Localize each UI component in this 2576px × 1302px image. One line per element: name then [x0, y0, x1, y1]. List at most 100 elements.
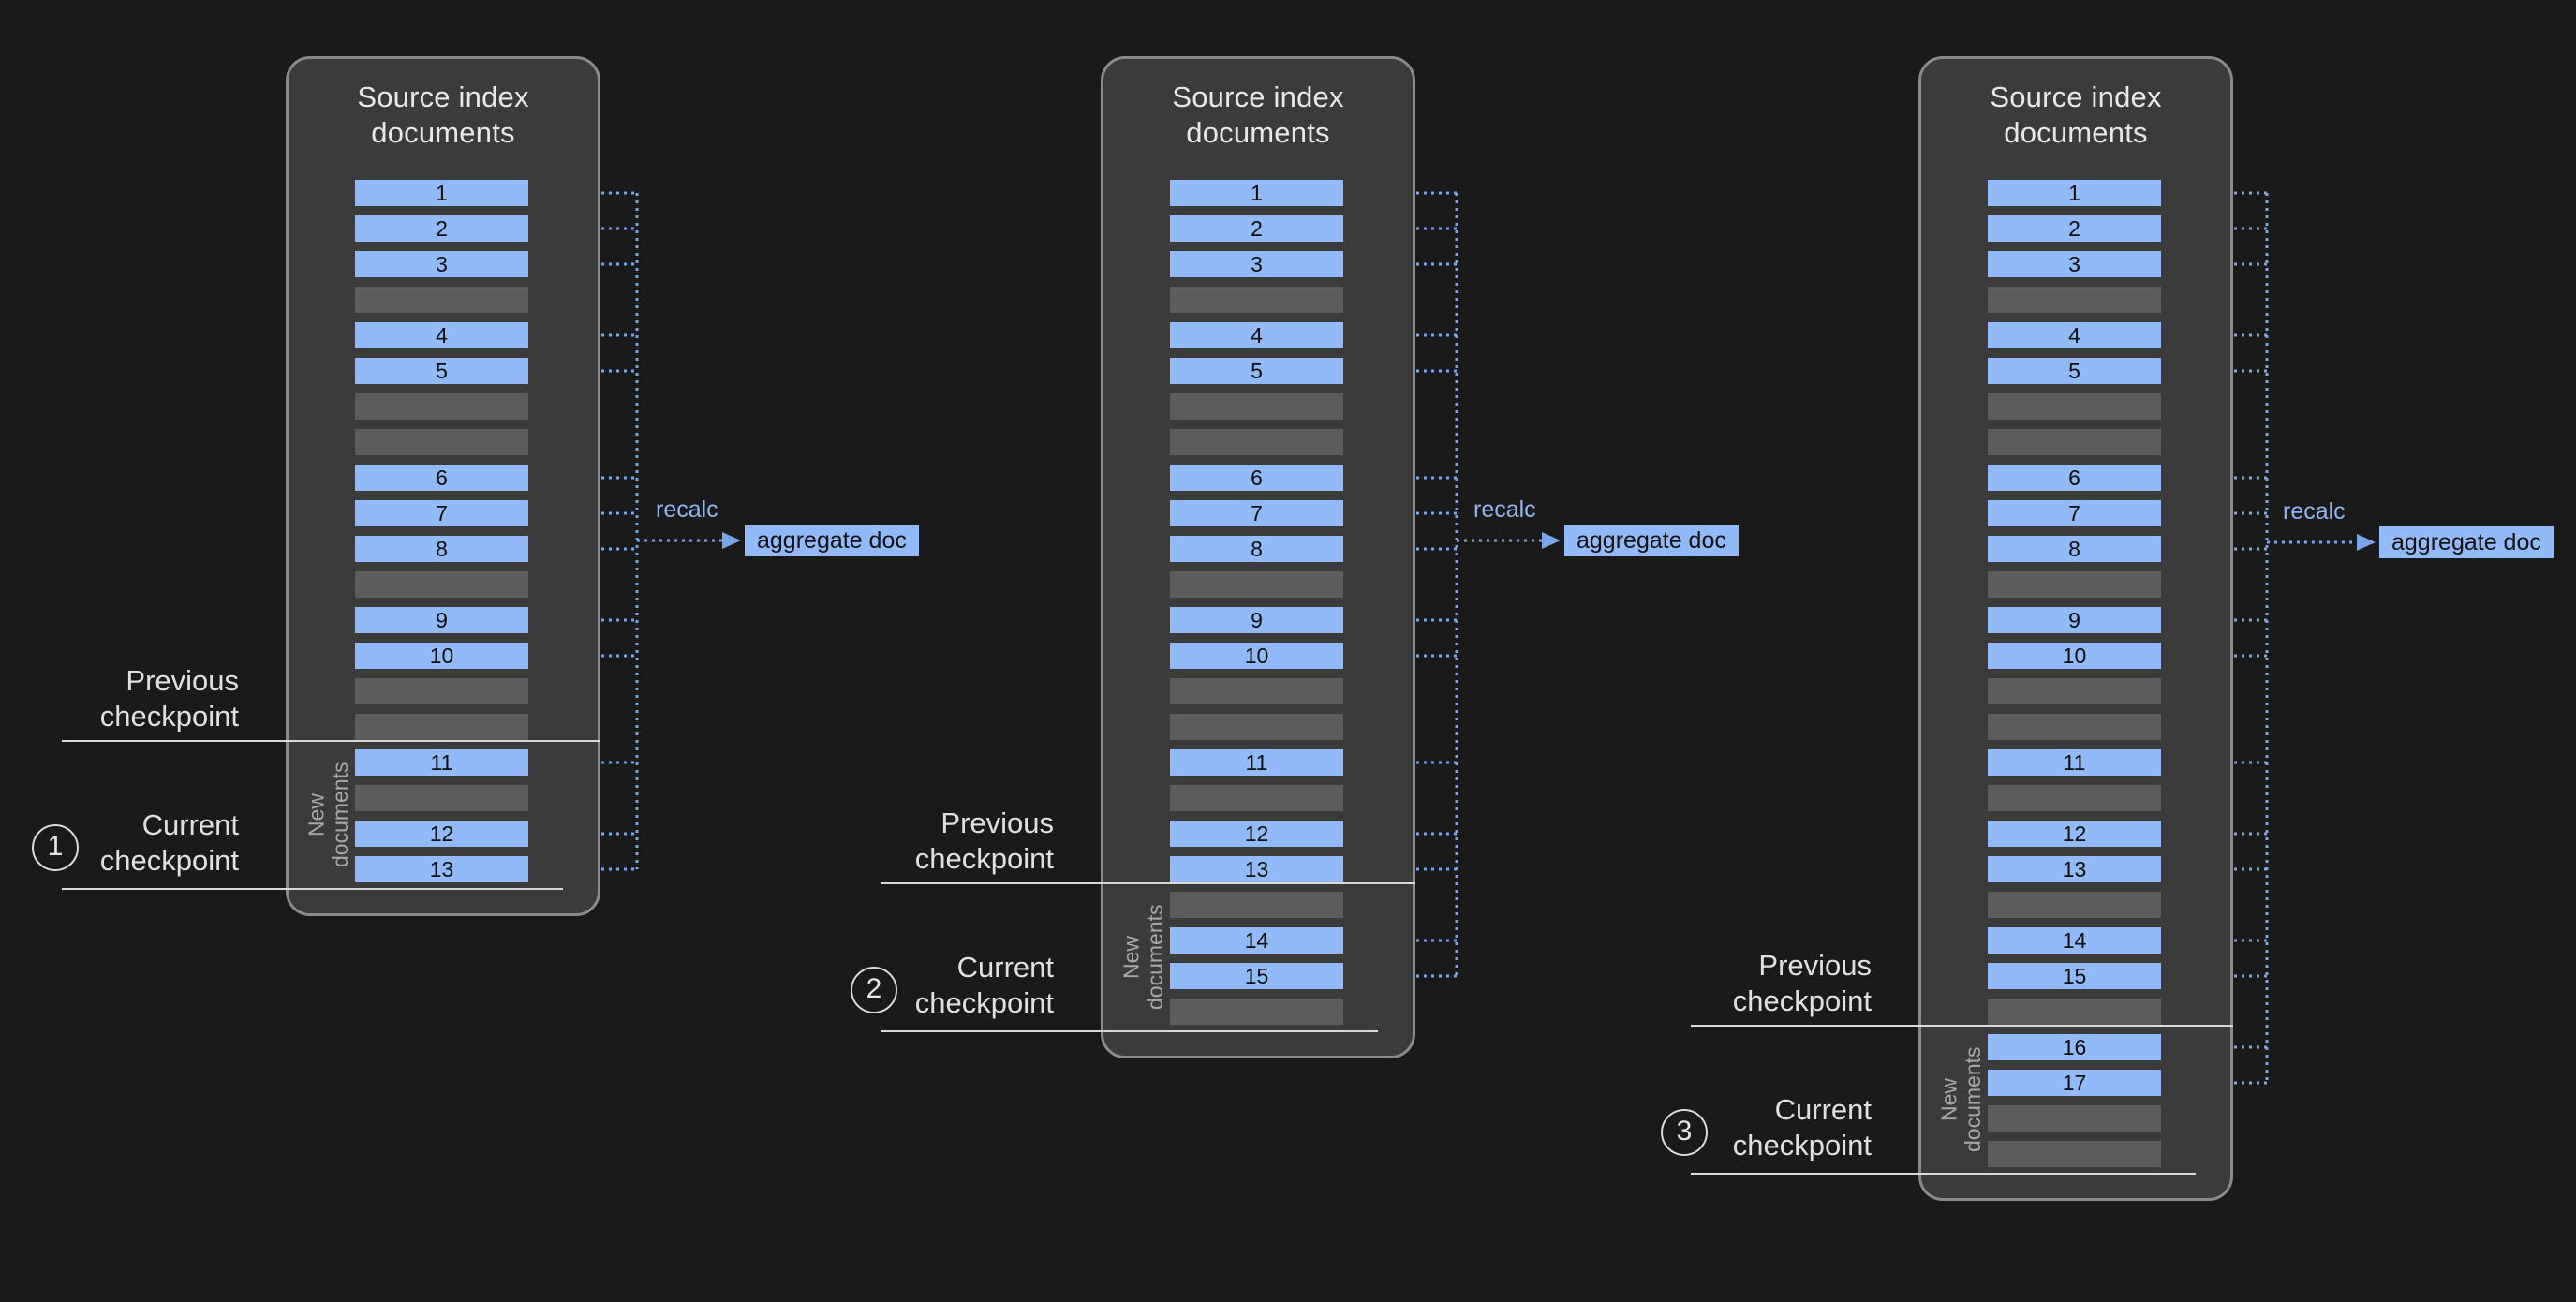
document-row: 13	[1170, 856, 1343, 882]
document-row: 5	[355, 358, 528, 384]
deleted-row	[1988, 678, 2161, 704]
deleted-row	[1988, 571, 2161, 598]
aggregate-doc-box-1: aggregate doc	[745, 525, 919, 556]
deleted-row	[1988, 393, 2161, 420]
deleted-row	[1170, 571, 1343, 598]
document-row: 16	[1988, 1034, 2161, 1060]
document-row: 11	[355, 749, 528, 776]
document-row: 1	[1988, 180, 2161, 206]
deleted-row	[1170, 393, 1343, 420]
recalc-arrow-head	[722, 532, 741, 549]
panel-title-3: Source index documents	[1990, 81, 2162, 150]
deleted-row	[355, 429, 528, 455]
document-row: 7	[355, 500, 528, 526]
document-row: 3	[355, 251, 528, 277]
document-row: 12	[1170, 821, 1343, 847]
deleted-row	[355, 785, 528, 811]
deleted-row	[1988, 714, 2161, 740]
document-row: 1	[1170, 180, 1343, 206]
current-checkpoint-line-3	[1691, 1173, 2196, 1175]
document-row: 17	[1988, 1070, 2161, 1096]
document-row: 11	[1988, 749, 2161, 776]
document-row: 2	[1170, 215, 1343, 242]
deleted-row	[1988, 429, 2161, 455]
deleted-row	[1170, 785, 1343, 811]
deleted-row	[1170, 892, 1343, 918]
new-documents-label-1: New documents	[303, 762, 352, 868]
panel-title-2: Source index documents	[1172, 81, 1344, 150]
document-row: 6	[1170, 465, 1343, 491]
new-documents-label-2: New documents	[1118, 904, 1167, 1011]
recalc-arrow-head	[2357, 534, 2376, 551]
deleted-row	[355, 287, 528, 313]
document-row: 3	[1988, 251, 2161, 277]
aggregate-doc-box-2: aggregate doc	[1564, 525, 1739, 556]
deleted-row	[1988, 785, 2161, 811]
document-row: 3	[1170, 251, 1343, 277]
document-row: 15	[1988, 963, 2161, 989]
document-row: 9	[1170, 607, 1343, 633]
deleted-row	[355, 571, 528, 598]
recalc-arrow-head	[1542, 532, 1561, 549]
document-row: 12	[1988, 821, 2161, 847]
document-row: 4	[1170, 322, 1343, 348]
document-row: 4	[355, 322, 528, 348]
document-row: 7	[1170, 500, 1343, 526]
document-row: 14	[1170, 927, 1343, 954]
document-row: 11	[1170, 749, 1343, 776]
recalc-label-1: recalc	[656, 496, 718, 523]
deleted-row	[355, 393, 528, 420]
deleted-row	[1170, 287, 1343, 313]
deleted-row	[355, 714, 528, 740]
previous-checkpoint-label-3: Previous checkpoint	[1732, 949, 1872, 1017]
previous-checkpoint-line-3	[1691, 1025, 2233, 1027]
document-row: 10	[1170, 643, 1343, 669]
document-row: 5	[1170, 358, 1343, 384]
current-checkpoint-line-1	[62, 888, 563, 890]
previous-checkpoint-line-2	[881, 882, 1415, 884]
document-row: 9	[1988, 607, 2161, 633]
previous-checkpoint-label-1: Previous checkpoint	[99, 664, 239, 732]
document-row: 7	[1988, 500, 2161, 526]
document-row: 4	[1988, 322, 2161, 348]
deleted-row	[1988, 1141, 2161, 1167]
current-checkpoint-line-2	[881, 1030, 1378, 1032]
document-row: 6	[355, 465, 528, 491]
panel-title-1: Source index documents	[357, 81, 529, 150]
document-row: 10	[355, 643, 528, 669]
step-badge-3: 3	[1661, 1109, 1708, 1156]
deleted-row	[1988, 287, 2161, 313]
document-row: 13	[355, 856, 528, 882]
step-badge-2: 2	[851, 967, 897, 1013]
deleted-row	[1170, 999, 1343, 1025]
document-row: 8	[1988, 536, 2161, 562]
deleted-row	[1170, 714, 1343, 740]
document-row: 6	[1988, 465, 2161, 491]
document-row: 14	[1988, 927, 2161, 954]
deleted-row	[355, 678, 528, 704]
deleted-row	[1988, 1105, 2161, 1132]
previous-checkpoint-line-1	[62, 740, 600, 742]
deleted-row	[1170, 429, 1343, 455]
deleted-row	[1170, 678, 1343, 704]
new-documents-label-3: New documents	[1936, 1046, 1985, 1153]
deleted-row	[1988, 999, 2161, 1025]
document-row: 1	[355, 180, 528, 206]
document-row: 2	[1988, 215, 2161, 242]
document-row: 8	[355, 536, 528, 562]
document-row: 5	[1988, 358, 2161, 384]
document-row: 15	[1170, 963, 1343, 989]
document-row: 12	[355, 821, 528, 847]
current-checkpoint-label-1: Current checkpoint	[99, 808, 239, 877]
recalc-label-2: recalc	[1473, 496, 1536, 523]
document-row: 10	[1988, 643, 2161, 669]
document-row: 8	[1170, 536, 1343, 562]
aggregate-doc-box-3: aggregate doc	[2379, 526, 2554, 558]
current-checkpoint-label-3: Current checkpoint	[1732, 1093, 1872, 1161]
recalc-label-3: recalc	[2283, 498, 2346, 525]
current-checkpoint-label-2: Current checkpoint	[914, 951, 1054, 1019]
deleted-row	[1988, 892, 2161, 918]
step-badge-1: 1	[32, 824, 79, 871]
document-row: 2	[355, 215, 528, 242]
